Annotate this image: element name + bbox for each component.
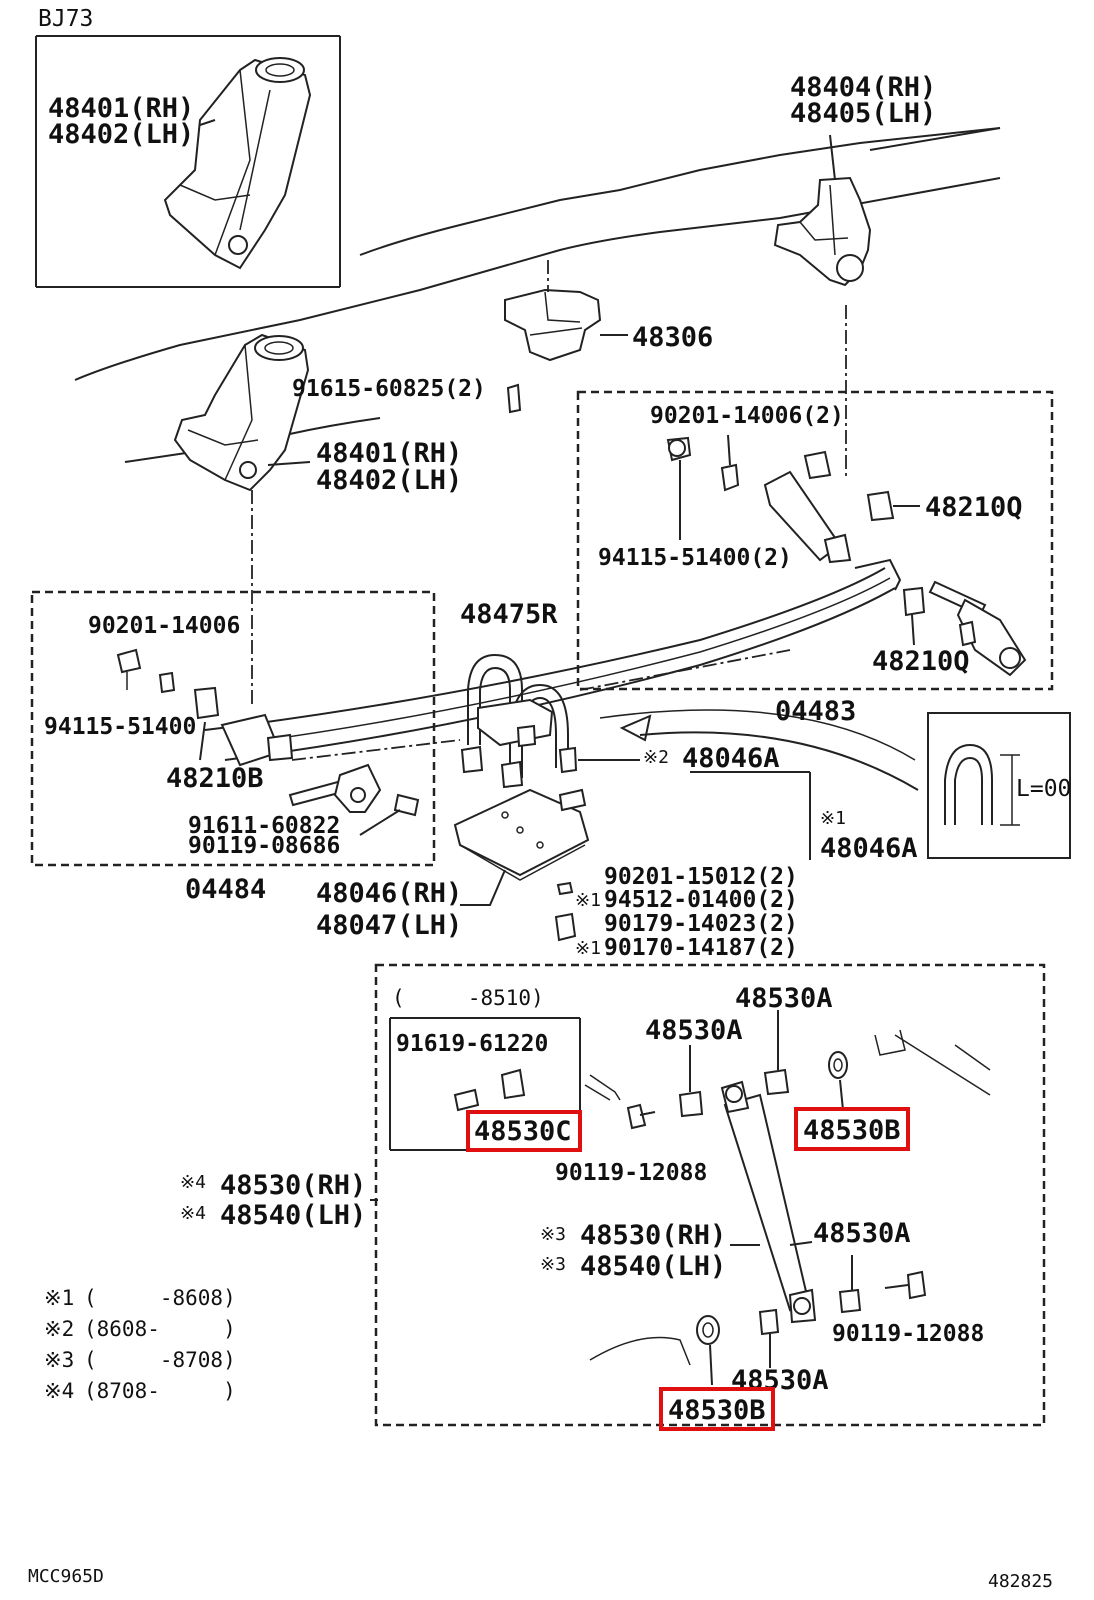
bushing-pin-assembly: [116, 648, 461, 836]
mark-4-lh: ※4: [180, 1203, 206, 1224]
note-4-range: (8708- ): [84, 1379, 236, 1403]
label-ubolt-length: L=00: [1016, 776, 1072, 802]
highlight-530b-bottom: [659, 1387, 775, 1431]
note-2-range: (8608- ): [84, 1317, 236, 1341]
bumper-stopper: [504, 260, 628, 414]
label-seat-lh: 48047(LH): [316, 910, 463, 941]
label-bolt-top: 91615-60825(2): [292, 376, 486, 402]
mark-1-hw-4: ※1: [575, 938, 601, 959]
highlight-530b-top: [794, 1107, 910, 1151]
label-range-8510: ( -8510): [392, 986, 544, 1010]
label-front-bracket-lh: 48402(LH): [316, 465, 463, 496]
label-inset-lh: 48402(LH): [48, 119, 195, 150]
mark-3-lh: ※3: [540, 1254, 566, 1275]
mark-1-hw: ※1: [575, 890, 601, 911]
label-a-3: 48530A: [813, 1218, 911, 1249]
label-pin-2: 90119-08686: [188, 833, 341, 859]
label-part-530c: 48530C: [474, 1116, 572, 1147]
label-hw-4: 90170-14187(2): [604, 935, 798, 961]
label-bolt-61220: 91619-61220: [396, 1031, 549, 1057]
mark-3-rh: ※3: [540, 1224, 566, 1245]
label-seat-rh: 48046(RH): [316, 878, 463, 909]
label-hw-1: 90201-15012(2): [604, 864, 798, 890]
label-bush-right-2: 94115-51400(2): [598, 545, 792, 571]
note-4-mark: ※4: [44, 1379, 75, 1403]
note-3-mark: ※3: [44, 1348, 75, 1372]
highlight-530c: [466, 1110, 582, 1152]
label-front-bracket-rh: 48401(RH): [316, 438, 463, 469]
label-shackle-q1: 48210Q: [925, 492, 1023, 523]
label-leaf-spring: 04483: [775, 696, 857, 727]
mark-2-ubolt: ※2: [643, 747, 669, 768]
label-ubolt-a1: 48046A: [820, 833, 918, 864]
label-part-530b-top: 48530B: [803, 1115, 901, 1146]
mark-1-ubolt: ※1: [820, 808, 846, 829]
shock-absorber: [370, 1010, 991, 1386]
label-ubolt-r: 48475R: [460, 599, 558, 630]
inset-frame: [35, 35, 341, 288]
front-spring-bracket: [173, 333, 311, 705]
mark-4-rh: ※4: [180, 1172, 206, 1193]
shackle-assembly: [666, 305, 1027, 677]
inset-spring-bracket: [163, 57, 312, 270]
label-ubolt-a2: 48046A: [682, 743, 780, 774]
label-shock-rh-inner: 48530(RH): [580, 1220, 727, 1251]
box-8510: [389, 1017, 581, 1151]
label-bolt-12088-1: 90119-12088: [555, 1160, 708, 1186]
label-a-1: 48530A: [735, 983, 833, 1014]
label-part-530b-bottom: 48530B: [668, 1395, 766, 1426]
note-3-range: ( -8708): [84, 1348, 236, 1372]
note-1-mark: ※1: [44, 1286, 75, 1310]
label-shock-lh-inner: 48540(LH): [580, 1251, 727, 1282]
label-inset-rh: 48401(RH): [48, 93, 195, 124]
label-shock-rh-outer: 48530(RH): [220, 1170, 367, 1201]
model-code: BJ73: [38, 6, 94, 32]
label-a-2: 48530A: [645, 1015, 743, 1046]
label-pin-1: 91611-60822: [188, 813, 341, 839]
label-rear-bracket-lh: 48405(LH): [790, 98, 937, 129]
leaf-spring: [204, 558, 919, 791]
note-1-range: ( -8608): [84, 1286, 236, 1310]
label-kit-left: 04484: [185, 874, 267, 905]
label-washer-left: 90201-14006: [88, 613, 241, 639]
code-bottom-right: 482825: [988, 1571, 1054, 1592]
code-bottom-left: MCC965D: [28, 1566, 104, 1587]
label-rear-bracket-rh: 48404(RH): [790, 72, 937, 103]
note-2-mark: ※2: [44, 1317, 75, 1341]
label-hw-2: 94512-01400(2): [604, 887, 798, 913]
label-bumper: 48306: [632, 322, 714, 353]
label-nut-left: 94115-51400: [44, 714, 197, 740]
label-shackle-q2: 48210Q: [872, 646, 970, 677]
rear-spring-bracket: [773, 134, 872, 287]
label-bushing-b: 48210B: [166, 763, 264, 794]
ubolt-length-inset: [927, 712, 1071, 859]
u-bolts-and-seat: [453, 653, 811, 942]
label-hw-3: 90179-14023(2): [604, 911, 798, 937]
label-shock-lh-outer: 48540(LH): [220, 1200, 367, 1231]
label-bolt-12088-2: 90119-12088: [832, 1321, 985, 1347]
label-bush-right-1: 90201-14006(2): [650, 403, 844, 429]
